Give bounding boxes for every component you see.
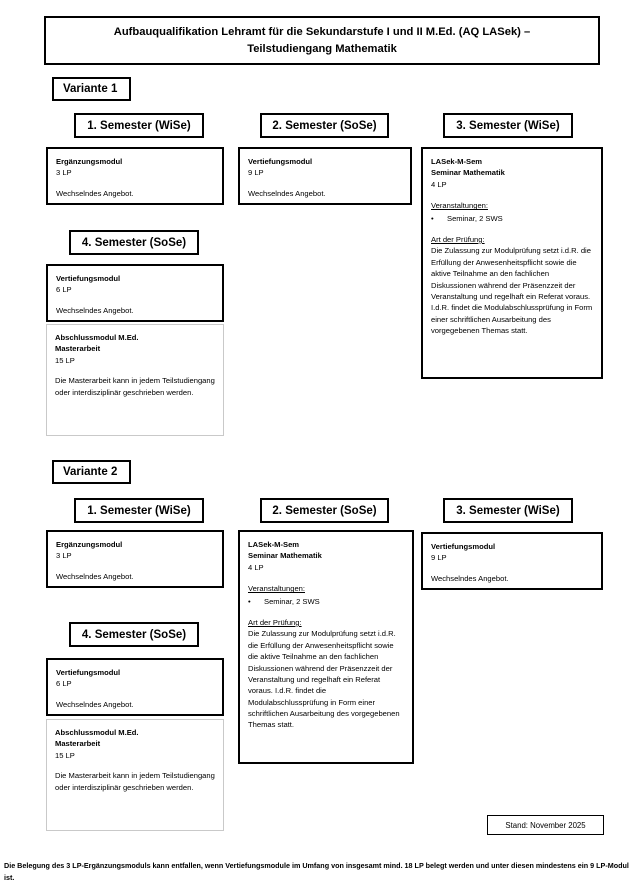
module-name: Ergänzungsmodul xyxy=(56,540,123,549)
module-credits: 4 LP xyxy=(431,179,447,189)
v1-s3-module-lasek-m-sem: LASek-M-Sem Seminar Mathematik 4 LP Vera… xyxy=(421,147,603,379)
module-name: Seminar Mathematik xyxy=(431,168,505,178)
module-credits: 9 LP xyxy=(248,168,264,178)
v1-s2-module-vertiefungsmodul: Vertiefungsmodul 9 LP Wechselndes Angebo… xyxy=(238,147,412,205)
v1-s4-module-vertiefungsmodul: Vertiefungsmodul 6 LP Wechselndes Angebo… xyxy=(46,264,224,322)
pruefung-text: Die Zulassung zur Modulprüfung setzt i.d… xyxy=(431,246,593,336)
module-name: Vertiefungsmodul xyxy=(56,668,121,677)
module-name: Abschlussmodul M.Ed. xyxy=(55,333,139,342)
stand-badge: Stand: November 2025 xyxy=(487,815,604,835)
module-name: Abschlussmodul M.Ed. xyxy=(55,728,139,737)
bullet-icon: • xyxy=(248,596,251,606)
page-title-line-2: Teilstudiengang Mathematik xyxy=(247,42,397,55)
variante-1-label: Variante 1 xyxy=(52,77,131,101)
v1-semester-2-header-text: 2. Semester (SoSe) xyxy=(272,119,377,132)
module-note: Wechselndes Angebot. xyxy=(56,571,134,581)
module-credits: 9 LP xyxy=(431,553,447,563)
module-note: Die Masterarbeit kann in jedem Teilstudi… xyxy=(55,771,215,792)
veranstaltung-text: Seminar, 2 SWS xyxy=(264,596,320,606)
module-credits: 6 LP xyxy=(56,285,72,295)
veranstaltungen-list-item: • Seminar, 2 SWS xyxy=(431,213,593,224)
module-subname: Masterarbeit xyxy=(55,739,101,749)
page-title-line-1: Aufbauqualifikation Lehramt für die Seku… xyxy=(113,26,531,39)
v2-semester-4-header: 4. Semester (SoSe) xyxy=(69,622,199,647)
module-credits: 3 LP xyxy=(56,551,72,561)
v1-semester-1-header: 1. Semester (WiSe) xyxy=(74,113,204,138)
v2-semester-3-header: 3. Semester (WiSe) xyxy=(443,498,573,523)
module-note: Wechselndes Angebot. xyxy=(248,188,326,198)
module-credits: 15 LP xyxy=(55,355,75,365)
veranstaltungen-list-item: • Seminar, 2 SWS xyxy=(248,596,404,607)
module-credits: 4 LP xyxy=(248,562,264,572)
footnote: Die Belegung des 3 LP-Ergänzungsmoduls k… xyxy=(4,860,638,883)
bullet-icon: • xyxy=(431,213,434,223)
v1-semester-3-header: 3. Semester (WiSe) xyxy=(443,113,573,138)
variante-1-label-text: Variante 1 xyxy=(63,83,118,95)
veranstaltungen-heading: Veranstaltungen: xyxy=(431,201,488,211)
v2-s4-module-vertiefungsmodul: Vertiefungsmodul 6 LP Wechselndes Angebo… xyxy=(46,658,224,716)
v1-semester-2-header: 2. Semester (SoSe) xyxy=(260,113,389,138)
module-name: Vertiefungsmodul xyxy=(248,157,313,166)
veranstaltungen-heading: Veranstaltungen: xyxy=(248,584,305,594)
module-name: Vertiefungsmodul xyxy=(56,274,121,283)
v2-semester-1-header: 1. Semester (WiSe) xyxy=(74,498,204,523)
module-credits: 15 LP xyxy=(55,750,75,760)
module-subname: Masterarbeit xyxy=(55,344,101,354)
v2-semester-2-header: 2. Semester (SoSe) xyxy=(260,498,389,523)
v2-semester-3-header-text: 3. Semester (WiSe) xyxy=(456,504,560,517)
footnote-text: Die Belegung des 3 LP-Ergänzungsmoduls k… xyxy=(4,861,629,882)
v2-s3-module-vertiefungsmodul: Vertiefungsmodul 9 LP Wechselndes Angebo… xyxy=(421,532,603,590)
v2-semester-4-header-text: 4. Semester (SoSe) xyxy=(81,628,187,641)
module-note: Wechselndes Angebot. xyxy=(56,305,134,315)
v2-s2-module-lasek-m-sem: LASek-M-Sem Seminar Mathematik 4 LP Vera… xyxy=(238,530,414,764)
v1-s4-module-abschlussmodul: Abschlussmodul M.Ed. Masterarbeit 15 LP … xyxy=(46,324,224,436)
pruefung-heading: Art der Prüfung: xyxy=(431,234,485,244)
module-credits: 6 LP xyxy=(56,679,72,689)
veranstaltung-text: Seminar, 2 SWS xyxy=(447,213,503,223)
module-code: LASek-M-Sem xyxy=(248,540,300,549)
module-name: Ergänzungsmodul xyxy=(56,157,123,166)
v1-semester-3-header-text: 3. Semester (WiSe) xyxy=(456,119,560,132)
pruefung-text: Die Zulassung zur Modulprüfung setzt i.d… xyxy=(248,629,400,730)
module-name: Vertiefungsmodul xyxy=(431,542,496,551)
v2-semester-2-header-text: 2. Semester (SoSe) xyxy=(272,504,377,517)
module-note: Wechselndes Angebot. xyxy=(56,188,134,198)
module-code: LASek-M-Sem xyxy=(431,157,483,166)
v2-s4-module-abschlussmodul: Abschlussmodul M.Ed. Masterarbeit 15 LP … xyxy=(46,719,224,831)
v1-s1-module-ergaenzungsmodul: Ergänzungsmodul 3 LP Wechselndes Angebot… xyxy=(46,147,224,205)
v1-semester-4-header-text: 4. Semester (SoSe) xyxy=(81,236,187,249)
page-title: Aufbauqualifikation Lehramt für die Seku… xyxy=(44,16,600,65)
variante-2-label-text: Variante 2 xyxy=(63,466,118,478)
module-name: Seminar Mathematik xyxy=(248,551,322,561)
stand-badge-text: Stand: November 2025 xyxy=(505,820,586,830)
v1-semester-1-header-text: 1. Semester (WiSe) xyxy=(87,119,191,132)
module-note: Wechselndes Angebot. xyxy=(56,699,134,709)
pruefung-heading: Art der Prüfung: xyxy=(248,617,302,627)
module-note: Wechselndes Angebot. xyxy=(431,573,509,583)
module-credits: 3 LP xyxy=(56,168,72,178)
v1-semester-4-header: 4. Semester (SoSe) xyxy=(69,230,199,255)
variante-2-label: Variante 2 xyxy=(52,460,131,484)
v2-s1-module-ergaenzungsmodul: Ergänzungsmodul 3 LP Wechselndes Angebot… xyxy=(46,530,224,588)
v2-semester-1-header-text: 1. Semester (WiSe) xyxy=(87,504,191,517)
module-note: Die Masterarbeit kann in jedem Teilstudi… xyxy=(55,376,215,397)
